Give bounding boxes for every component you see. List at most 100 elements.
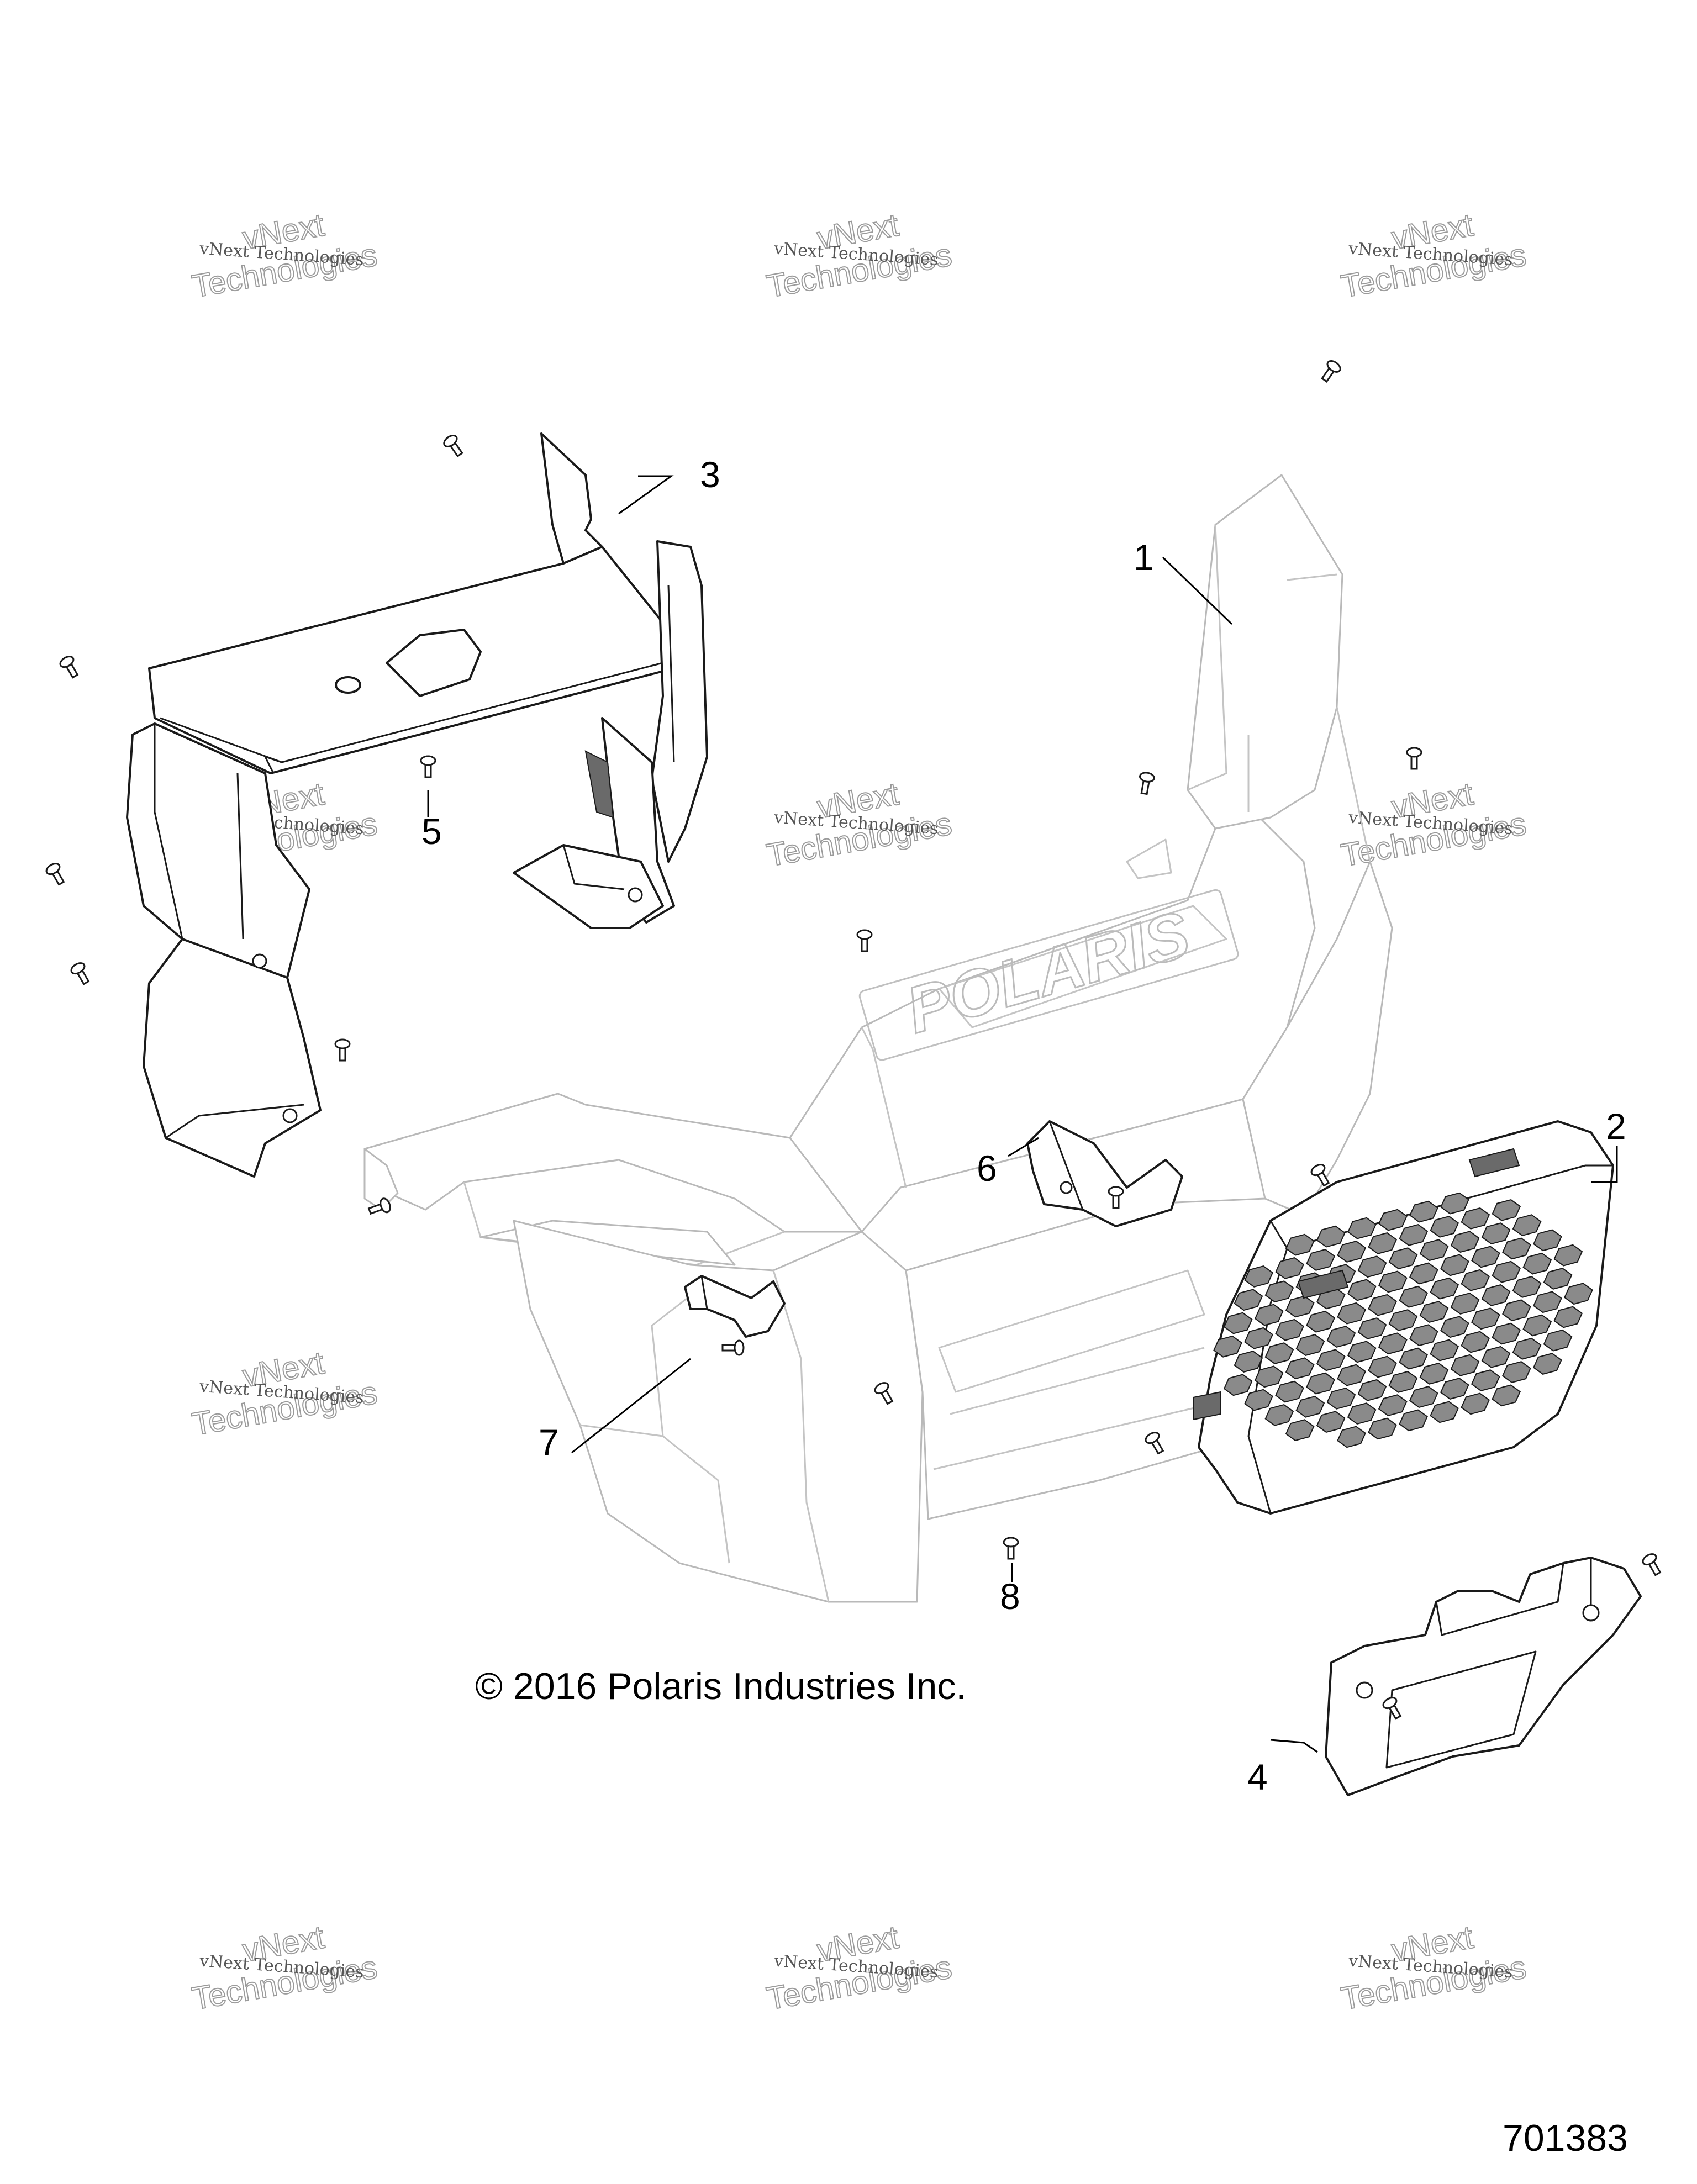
grille-hex-cell: [1378, 1209, 1408, 1231]
grille-hex-cell: [1553, 1244, 1583, 1267]
grille-hex-cell: [1440, 1254, 1469, 1276]
grille-hex-cell: [1306, 1249, 1336, 1271]
grille-hex-cell: [1275, 1380, 1304, 1403]
grille-hex-cell: [1471, 1246, 1500, 1268]
grille-hex-cell: [1409, 1200, 1438, 1223]
grille-hex-cell: [1481, 1346, 1511, 1368]
grille-hex-cell: [1347, 1217, 1377, 1239]
grille-hex-cell: [1306, 1372, 1335, 1395]
grille-hex-cell: [1285, 1357, 1315, 1380]
grille-hex-cell: [1533, 1291, 1562, 1313]
grille-hex-cell: [1337, 1302, 1367, 1325]
grille-hex-cell: [1533, 1353, 1562, 1375]
callout-3: 3: [700, 454, 720, 495]
screw-fastener: [1310, 1164, 1330, 1187]
grille-hex-cell: [1419, 1239, 1449, 1262]
grille-hex-cell: [1234, 1289, 1263, 1311]
grille-hex-cell: [1492, 1260, 1521, 1283]
screw-fastener: [1003, 1537, 1019, 1560]
grille-hex-cell: [1316, 1411, 1346, 1433]
grille-hex-cell: [1543, 1268, 1573, 1290]
grille-hex-cell: [1522, 1252, 1552, 1275]
grille-hex-cell: [1213, 1335, 1242, 1358]
grille-hex-cell: [1450, 1231, 1480, 1253]
callout-5: 5: [421, 811, 442, 852]
grille-hex-cell: [1399, 1285, 1429, 1308]
screw-fastener: [334, 1038, 351, 1062]
screw-fastener: [1382, 1697, 1402, 1720]
grille-hex-cell: [1430, 1401, 1459, 1423]
grille-hex-cell: [1543, 1329, 1573, 1352]
grille-hex-cell: [1295, 1395, 1325, 1418]
grille-hex-cell: [1223, 1374, 1253, 1396]
grille-hex-cell: [1533, 1229, 1562, 1252]
grille-hex-cell: [1409, 1386, 1438, 1408]
grille-hex-cell: [1326, 1326, 1356, 1348]
lower-trim-part-4: [1325, 1557, 1642, 1796]
grille-hex-cell: [1378, 1394, 1408, 1417]
grille-hex-cell: [1306, 1310, 1335, 1333]
grille-hex-cell: [1347, 1279, 1377, 1301]
grille-hex-cell: [1337, 1364, 1366, 1386]
grille-hex-cell: [1430, 1339, 1459, 1362]
screw-fastener: [856, 929, 873, 952]
upper-shroud-part-3: [126, 432, 708, 1178]
grille-part-2: [1193, 1120, 1614, 1515]
callout-7: 7: [539, 1422, 559, 1463]
screw-fastener: [1145, 1432, 1164, 1455]
grille-hex-cell: [1254, 1304, 1284, 1326]
grille-hex-cell: [1285, 1295, 1315, 1318]
bracket-part-6: [1026, 1120, 1183, 1227]
screw-fastener: [874, 1382, 894, 1405]
grille-hex-cell: [1368, 1294, 1398, 1316]
grille-hex-cell: [1450, 1293, 1480, 1315]
grille-hex-cell: [1264, 1342, 1294, 1364]
grille-hex-cell: [1471, 1369, 1500, 1391]
screw-fastener: [45, 863, 65, 886]
grille-hex-cell: [1419, 1362, 1449, 1385]
grille-hex-cell: [1522, 1314, 1552, 1337]
bracket-part-7: [684, 1275, 786, 1338]
grille-hex-cell: [1440, 1316, 1469, 1338]
grille-hex-cell: [1244, 1389, 1273, 1411]
grille-hex-cell: [1244, 1327, 1273, 1349]
grille-hex-cell: [1244, 1265, 1273, 1288]
screw-fastener: [1406, 747, 1422, 770]
grille-hex-cell: [1264, 1404, 1294, 1426]
grille-hex-cell: [1450, 1354, 1480, 1376]
grille-hex-cell: [1264, 1280, 1294, 1303]
screw-fastener: [420, 755, 436, 778]
grille-hex-cell: [1285, 1233, 1315, 1256]
grille-hex-cell: [1440, 1192, 1469, 1215]
grille-hex-cell: [1461, 1269, 1490, 1291]
grille-hex-cell: [1502, 1237, 1531, 1260]
grille-hex-cell: [1388, 1370, 1418, 1393]
grille-hex-cell: [1357, 1379, 1387, 1401]
grille-hex-cell: [1492, 1384, 1521, 1407]
grille-hex-cell: [1347, 1341, 1377, 1363]
grille-hex-cell: [1285, 1419, 1315, 1442]
grille-hex-cell: [1564, 1283, 1593, 1305]
grille-hex-cell: [1461, 1207, 1490, 1230]
grille-hex-cell: [1378, 1270, 1408, 1293]
callout-8: 8: [1000, 1576, 1020, 1617]
grille-hex-cell: [1419, 1301, 1449, 1323]
grille-hex-cell: [1368, 1232, 1398, 1254]
grille-hex-cell: [1337, 1426, 1366, 1448]
grille-hex-cell: [1357, 1317, 1387, 1339]
leader-lines: [427, 475, 1618, 1753]
front-fascia-part-1: POLARIS: [363, 474, 1393, 1603]
grille-hex-cell: [1399, 1409, 1428, 1432]
copyright-notice: © 2016 Polaris Industries Inc.: [475, 1665, 966, 1707]
screw-fastener: [1642, 1553, 1662, 1576]
grille-mesh: [1213, 1192, 1593, 1448]
screw-fastener: [721, 1339, 745, 1356]
callout-1: 1: [1134, 537, 1154, 578]
